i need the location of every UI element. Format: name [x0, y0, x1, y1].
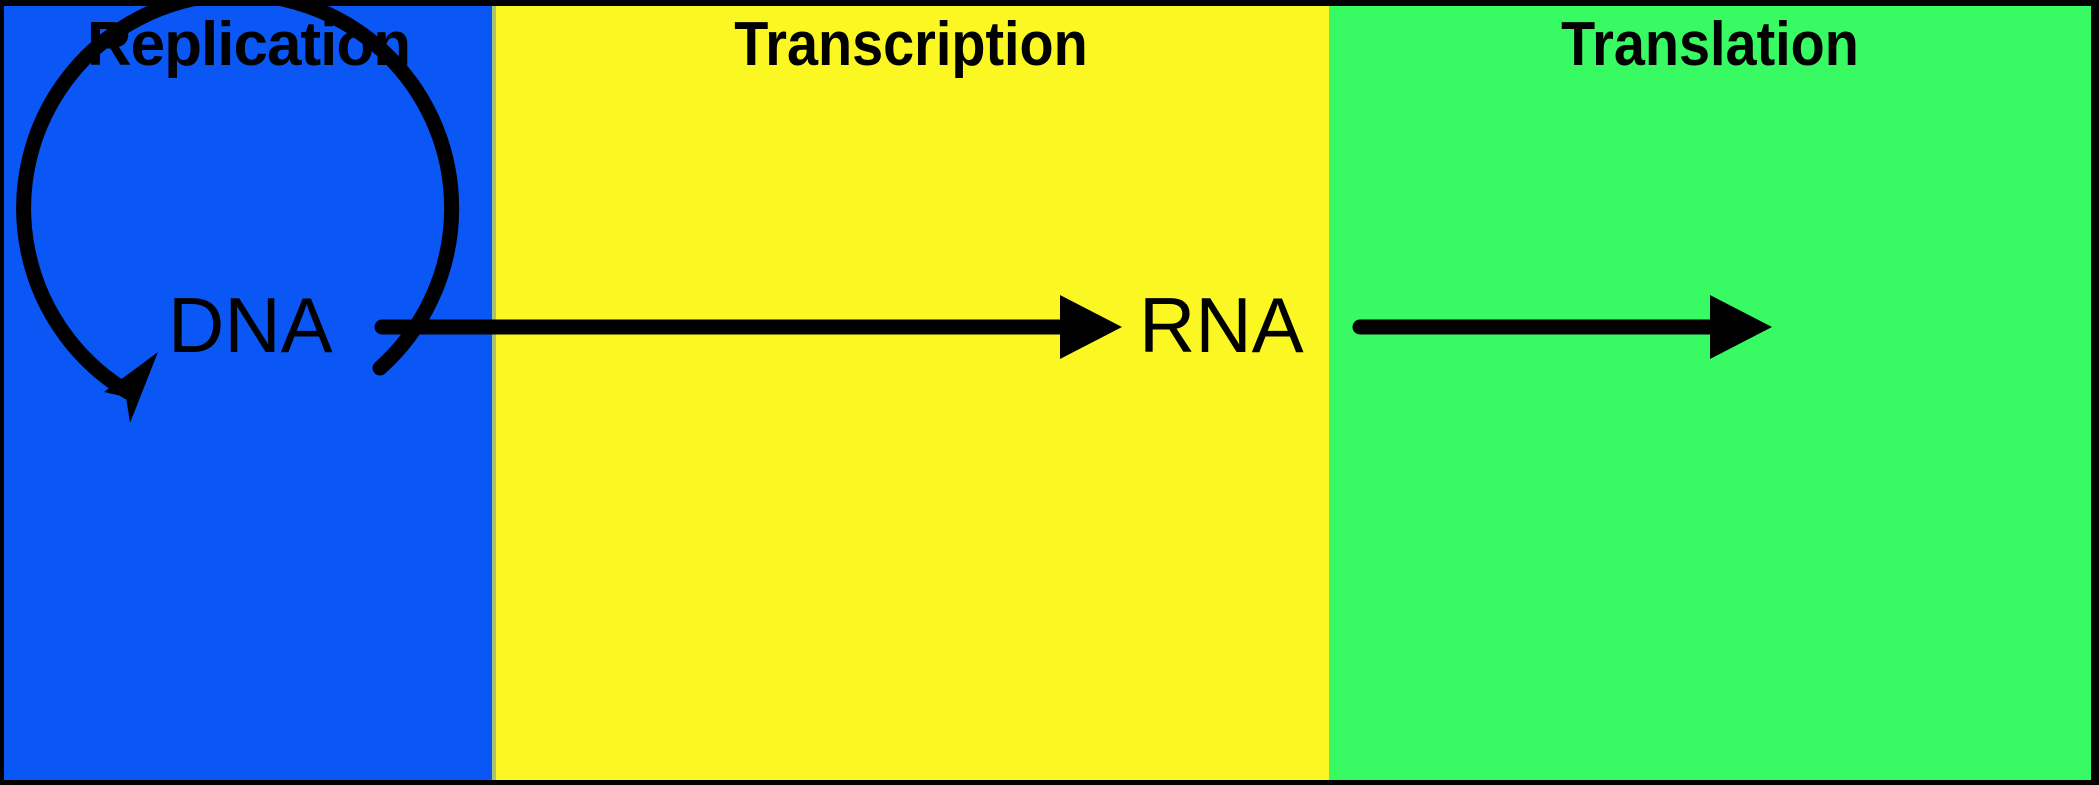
panel-replication: Replication [4, 6, 493, 780]
panel-transcription: Transcription [493, 6, 1329, 780]
panel-title-translation: Translation [1561, 10, 1859, 79]
panel-translation: Translation [1329, 6, 2091, 780]
panel-divider-blue-yellow [492, 6, 496, 780]
molecule-label-rna: RNA [1139, 281, 1304, 369]
molecule-label-dna: DNA [168, 281, 333, 369]
panel-title-replication: Replication [86, 10, 411, 79]
panel-title-transcription: Transcription [734, 10, 1088, 79]
